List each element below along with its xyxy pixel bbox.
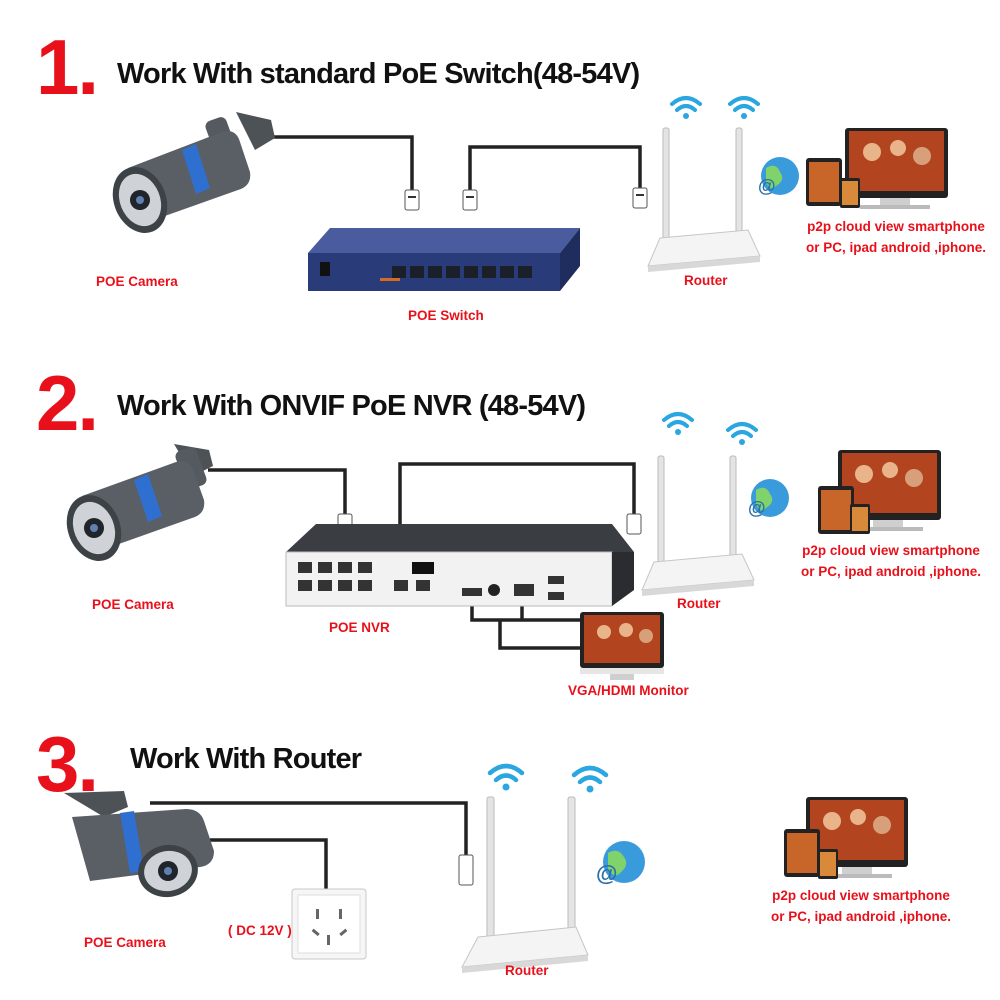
svg-text:@: @ [596,861,617,886]
cloud-label: p2p cloud view smartphone or PC, ipad an… [794,216,998,258]
devices-icon [818,450,941,534]
cable [150,801,468,889]
section-number: 2. [36,359,99,447]
router-label: Router [677,596,721,611]
cloud-label-line2: or PC, ipad android ,iphone. [800,564,981,579]
poe-switch-icon [308,228,580,291]
bullet-camera-icon [64,791,214,898]
camera-label: POE Camera [96,274,178,289]
wifi-icon [670,96,760,112]
section-2-poe-nvr: 2. Work With ONVIF PoE NVR (48-54V) [0,340,1000,698]
switch-label: POE Switch [408,308,484,323]
cloud-label-line2: or PC, ipad android ,iphone. [805,240,986,255]
cloud-label-line1: p2p cloud view smartphone [802,543,980,558]
connection-diagram: @ [66,412,941,680]
section-title: Work With ONVIF PoE NVR (48-54V) [117,390,586,422]
camera-label: POE Camera [84,935,166,950]
svg-text:@: @ [758,176,776,196]
router-icon [647,127,761,272]
wall-socket-icon [291,888,367,960]
section-title: Work With Router [130,743,362,775]
power-label: ( DC 12V ) [228,923,292,938]
rj45-connector-icon [458,854,474,886]
bullet-camera-icon [66,444,213,561]
cloud-label-line1: p2p cloud view smartphone [807,219,985,234]
devices-icon [806,128,948,209]
wifi-icon [487,763,609,785]
cable [252,135,642,192]
monitor-icon [580,612,664,680]
router-label: Router [505,963,549,978]
rj45-connector-icon [404,187,648,211]
section-number: 1. [36,23,99,111]
cloud-globe-icon: @ [758,157,799,196]
wifi-icon [662,412,758,438]
cloud-globe-icon: @ [596,841,645,886]
connection-diagram: @ [64,763,908,973]
section-3-router: 3. Work With Router [0,705,1000,1000]
cloud-globe-icon: @ [748,479,789,518]
nvr-label: POE NVR [329,620,390,635]
cloud-label-line2: or PC, ipad android ,iphone. [770,909,951,924]
cloud-label-line1: p2p cloud view smartphone [772,888,950,903]
connection-diagram: @ [112,96,948,291]
cloud-label: p2p cloud view smartphone or PC, ipad an… [788,540,994,582]
router-icon [641,455,755,596]
monitor-label: VGA/HDMI Monitor [568,683,689,698]
svg-text:@: @ [748,498,766,518]
section-title: Work With standard PoE Switch(48-54V) [117,58,640,90]
router-icon [461,796,589,973]
router-label: Router [684,273,728,288]
cable [208,462,636,650]
camera-label: POE Camera [92,597,174,612]
cloud-label: p2p cloud view smartphone or PC, ipad an… [758,885,964,927]
devices-icon [784,797,908,879]
section-1-poe-switch: 1. Work With standard PoE Switch(48-54V) [0,0,1000,330]
nvr-icon [285,524,634,607]
section-number: 3. [36,720,99,808]
bullet-camera-icon [112,112,275,233]
